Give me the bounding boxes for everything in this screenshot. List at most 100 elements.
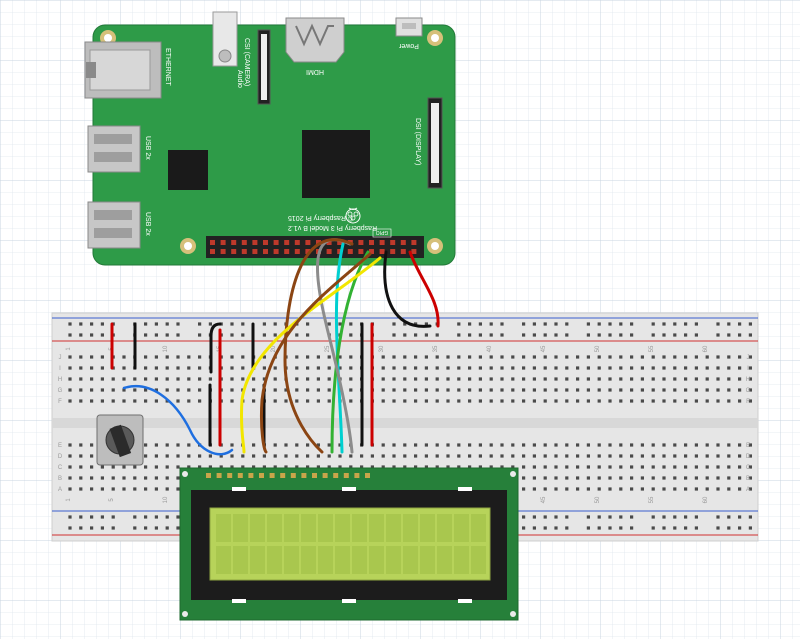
breadboard-hole (198, 366, 202, 370)
breadboard-hole (133, 399, 137, 403)
breadboard-hole (284, 465, 288, 469)
gpio-pin (231, 240, 237, 245)
wire-red-5v[interactable] (408, 250, 440, 328)
breadboard-hole (100, 355, 104, 359)
breadboard-hole (554, 366, 558, 370)
wire-yellow[interactable] (239, 256, 382, 454)
breadboard-hole (673, 377, 677, 381)
breadboard-hole (511, 377, 515, 381)
breadboard-hole (187, 366, 191, 370)
breadboard-hole (187, 399, 191, 403)
row-letter: G (746, 388, 751, 394)
breadboard-hole (630, 333, 634, 337)
breadboard-hole (316, 399, 320, 403)
breadboard-hole (597, 454, 601, 458)
breadboard-hole (90, 465, 94, 469)
breadboard-hole (586, 515, 590, 519)
wire-brown[interactable] (283, 238, 354, 454)
breadboard-hole (424, 454, 428, 458)
breadboard-hole (608, 388, 612, 392)
breadboard-hole (651, 333, 655, 337)
gpio-pin (326, 249, 332, 254)
breadboard-hole (716, 366, 720, 370)
wire-brown-2[interactable] (260, 252, 372, 454)
row-letter: B (746, 476, 750, 482)
breadboard-hole (446, 366, 450, 370)
breadboard-hole (176, 388, 180, 392)
breadboard-hole (565, 322, 569, 326)
breadboard-hole (176, 399, 180, 403)
gpio-pin (252, 240, 258, 245)
row-letter: I (59, 366, 61, 372)
breadboard-hole (673, 322, 677, 326)
breadboard-hole (349, 333, 353, 337)
wire-blue-potentiometer[interactable] (122, 385, 234, 456)
breadboard-hole (608, 515, 612, 519)
breadboard-hole (489, 465, 493, 469)
breadboard-hole (554, 443, 558, 447)
wire-black-jumper-left[interactable] (209, 322, 222, 374)
wire-cyan[interactable] (334, 242, 345, 454)
lcd-pin (227, 473, 233, 478)
lcd-pin (206, 473, 211, 478)
breadboard-hole (748, 388, 752, 392)
breadboard-hole (316, 355, 320, 359)
usb-port-top (87, 125, 141, 173)
breadboard-channel (52, 418, 758, 428)
gpio-pin (273, 240, 279, 245)
breadboard-hole (176, 487, 180, 491)
breadboard-hole (68, 443, 72, 447)
breadboard-hole (522, 515, 526, 519)
breadboard-hole (673, 355, 677, 359)
lcd-cell (233, 546, 248, 574)
breadboard-hole (392, 322, 396, 326)
breadboard-hole (716, 399, 720, 403)
wire-black-gnd[interactable] (383, 250, 432, 328)
breadboard-hole (694, 515, 698, 519)
breadboard-hole (144, 399, 148, 403)
gpio-pin (369, 249, 374, 254)
breadboard-hole (716, 377, 720, 381)
breadboard-hole (597, 333, 601, 337)
breadboard-hole (586, 454, 590, 458)
breadboard-hole (392, 377, 396, 381)
breadboard-hole (651, 399, 655, 403)
lcd-pin (343, 473, 349, 478)
breadboard-hole (187, 465, 191, 469)
wire-gray[interactable] (316, 238, 354, 454)
breadboard-hole (414, 366, 418, 370)
breadboard-hole (684, 487, 688, 491)
column-number: 30 (379, 345, 385, 352)
breadboard-hole (543, 399, 547, 403)
breadboard-hole (90, 443, 94, 447)
gpio-pin (358, 249, 364, 254)
breadboard-hole (543, 526, 547, 530)
breadboard-hole (662, 355, 666, 359)
lcd-cell (352, 514, 367, 542)
breadboard-hole (608, 366, 612, 370)
breadboard-hole (651, 526, 655, 530)
breadboard-hole (727, 526, 731, 530)
breadboard-hole (522, 487, 526, 491)
breadboard-hole (543, 476, 547, 480)
breadboard-hole (489, 399, 493, 403)
breadboard-hole (457, 443, 461, 447)
breadboard-hole (716, 476, 720, 480)
breadboard-hole (630, 487, 634, 491)
lcd-cell (335, 546, 350, 574)
breadboard-hole (748, 333, 752, 337)
breadboard-hole (738, 476, 742, 480)
wire-green[interactable] (330, 250, 370, 454)
breadboard-hole (478, 454, 482, 458)
breadboard-hole (403, 399, 407, 403)
breadboard-hole (716, 465, 720, 469)
breadboard-hole (468, 322, 472, 326)
column-number: 1 (66, 498, 72, 502)
potentiometer-knob[interactable] (109, 424, 132, 458)
breadboard-hole (284, 443, 288, 447)
breadboard-hole (295, 388, 299, 392)
breadboard-hole (208, 377, 212, 381)
breadboard-hole (381, 399, 385, 403)
breadboard-hole (230, 333, 234, 337)
breadboard-hole (684, 443, 688, 447)
